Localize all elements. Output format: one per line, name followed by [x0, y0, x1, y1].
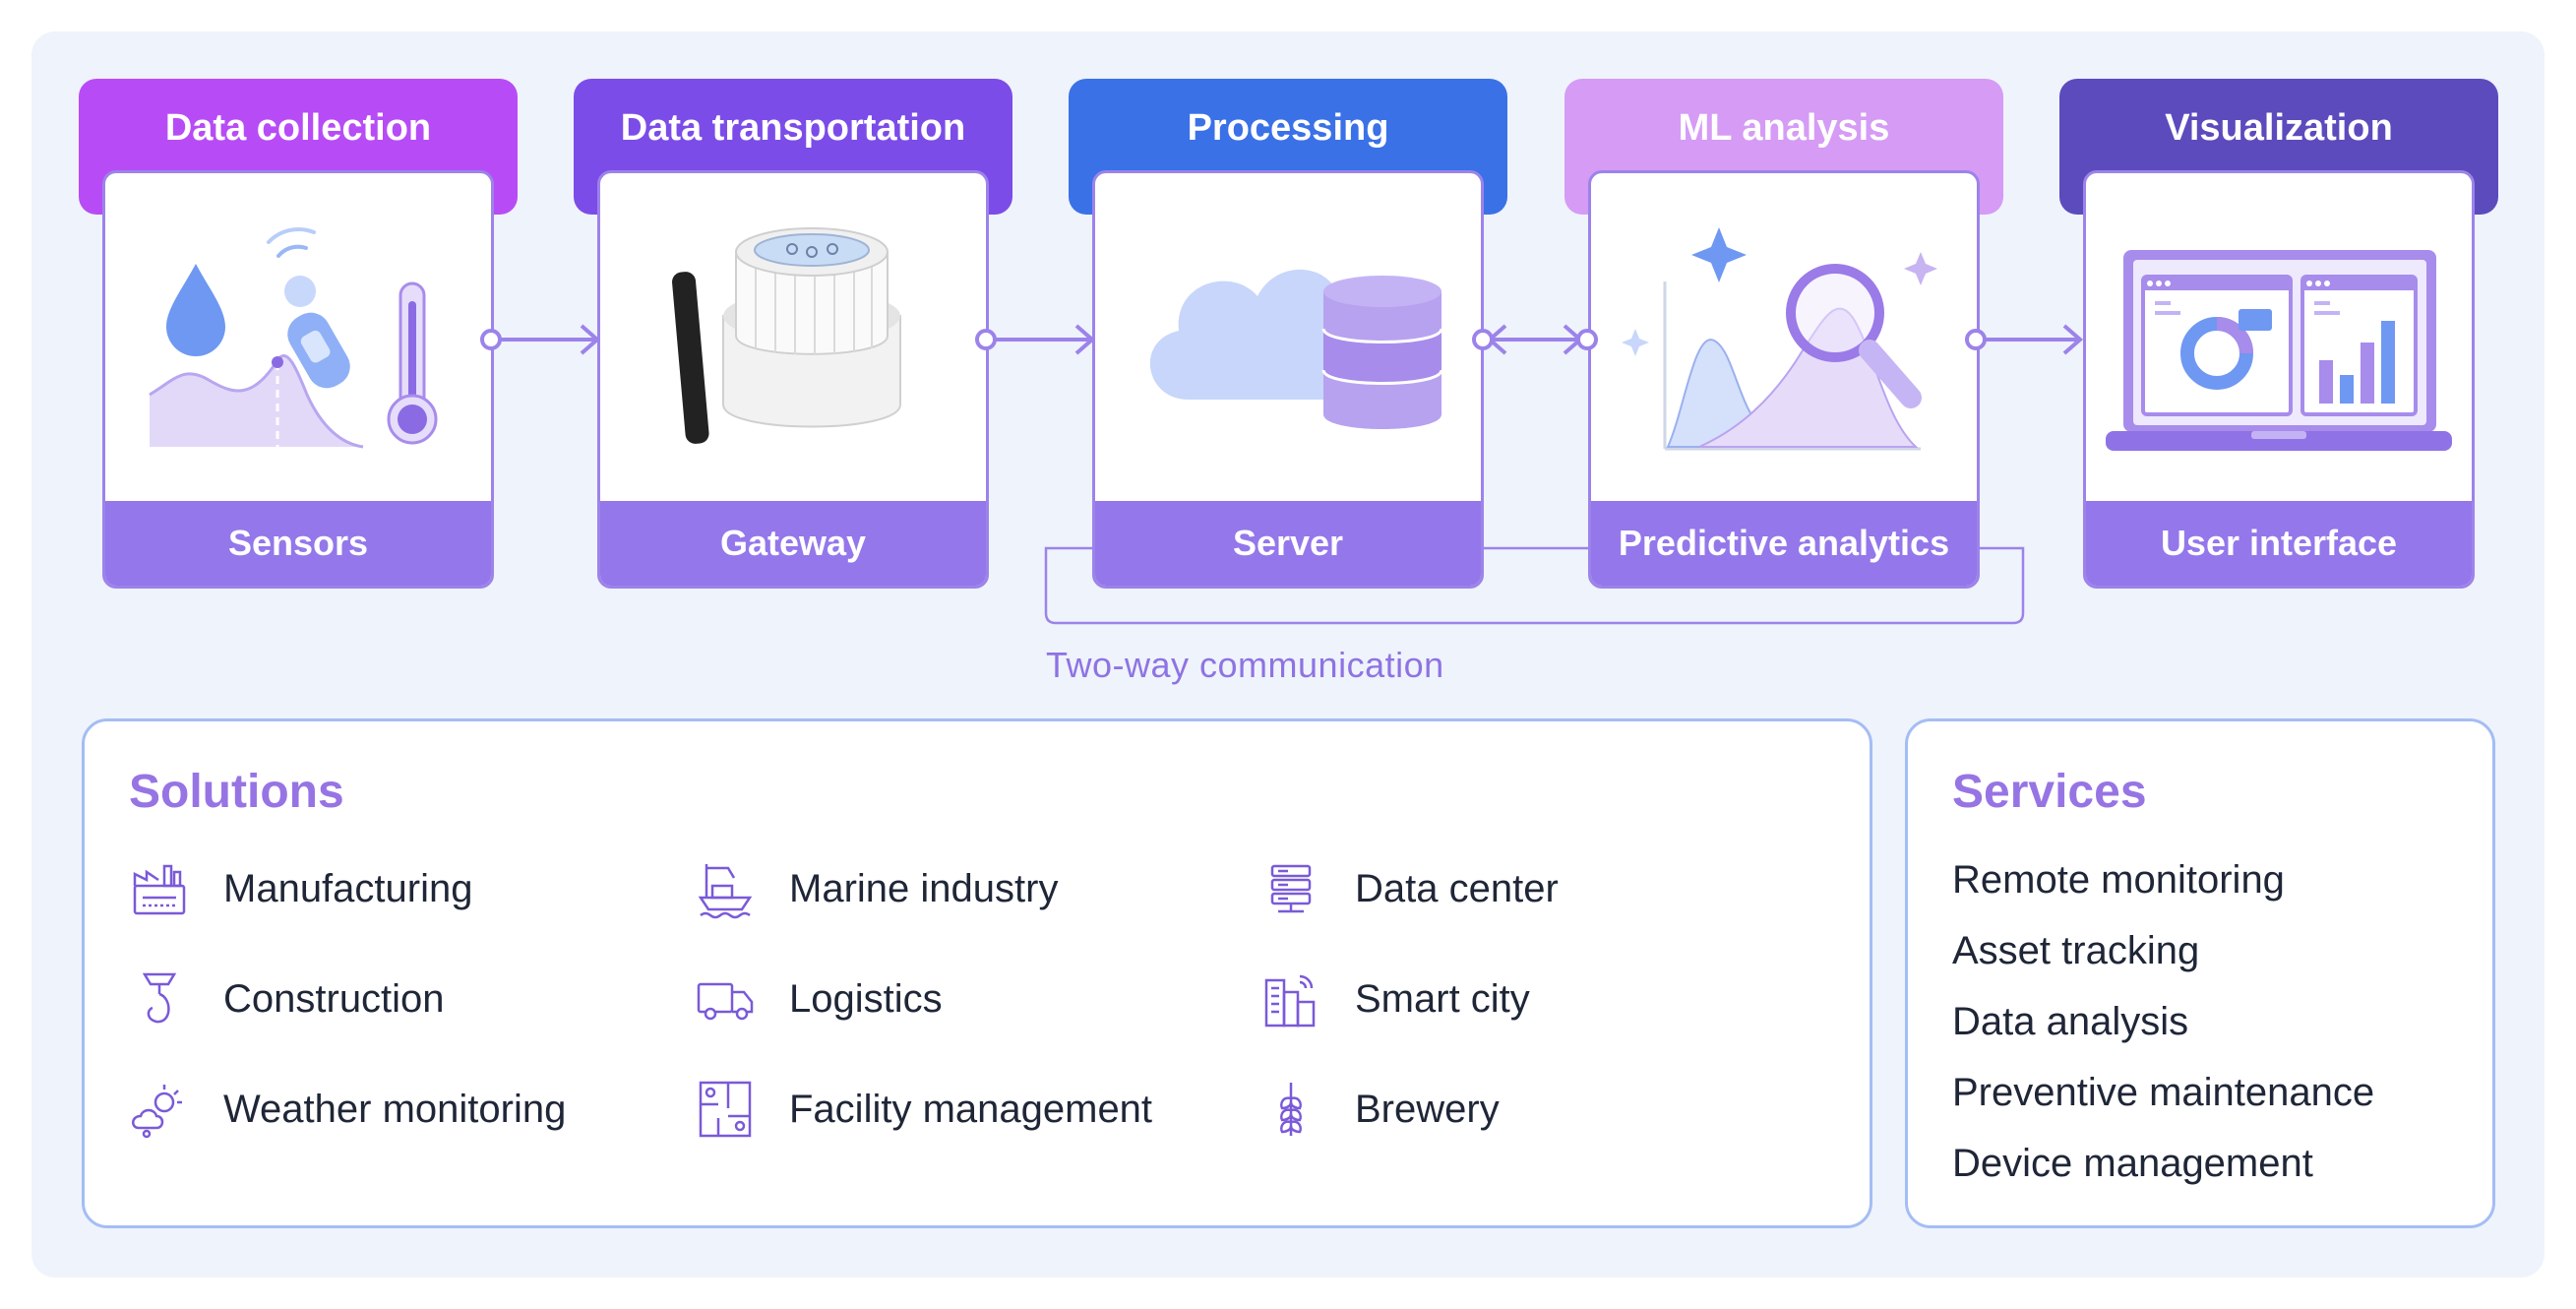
- stage-processing: Processing Server: [1069, 79, 1507, 591]
- solution-label: Weather monitoring: [223, 1087, 567, 1131]
- service-item: Remote monitoring: [1952, 858, 2285, 902]
- solution-label: Brewery: [1355, 1087, 1500, 1131]
- stage-ml-analysis: ML analysis Predictive analytics: [1564, 79, 2003, 591]
- solution-item-brewery: Brewery: [1260, 1080, 1500, 1139]
- stage-footer: Predictive analytics: [1591, 501, 1977, 586]
- server-rack-icon: [1270, 864, 1312, 913]
- arrow-sensors-to-gateway: [480, 324, 601, 355]
- service-item: Device management: [1952, 1142, 2313, 1185]
- ship-icon: [698, 864, 753, 919]
- solution-label: Smart city: [1355, 976, 1530, 1021]
- arrow-gateway-to-server: [975, 324, 1096, 355]
- solution-item-marine-industry: Marine industry: [695, 859, 1059, 919]
- stage-footer: Gateway: [600, 501, 986, 586]
- magnifier-analytics-illustration: [1622, 227, 1937, 451]
- two-way-bracket: [1044, 546, 2025, 625]
- stage-card: Gateway: [597, 170, 989, 589]
- stage-data-collection: Data collection Sensors: [79, 79, 518, 591]
- flow-connectors: [480, 324, 2084, 625]
- two-way-communication-label: Two-way communication: [1046, 645, 1444, 685]
- cloud-server-illustration: [1149, 269, 1443, 429]
- service-item: Asset tracking: [1952, 929, 2200, 972]
- stage-data-transportation: Data transportation Gateway: [574, 79, 1012, 591]
- stage-card: User interface: [2083, 170, 2475, 589]
- stage-card: Sensors: [102, 170, 494, 589]
- solutions-title: Solutions: [129, 766, 344, 818]
- truck-icon: [697, 982, 754, 1021]
- city-buildings-icon: [1264, 974, 1316, 1028]
- solution-label: Logistics: [789, 976, 943, 1021]
- stage-footer: Sensors: [105, 501, 491, 586]
- solution-label: Manufacturing: [223, 866, 473, 910]
- floor-plan-icon: [699, 1081, 752, 1138]
- stage-footer: User interface: [2086, 501, 2472, 586]
- solution-item-logistics: Logistics: [695, 969, 943, 1028]
- services-list: Remote monitoring Asset tracking Data an…: [1952, 844, 2374, 1199]
- solution-label: Construction: [223, 976, 445, 1021]
- stage-footer: Server: [1095, 501, 1481, 586]
- crane-hook-icon: [142, 972, 177, 1024]
- solution-label: Marine industry: [789, 866, 1059, 910]
- solution-item-manufacturing: Manufacturing: [129, 859, 472, 918]
- arrow-server-analytics-bidirectional: [1472, 324, 1598, 355]
- services-panel: Services Remote monitoring Asset trackin…: [1905, 718, 2495, 1228]
- sensors-illustration: [149, 227, 438, 449]
- stage-card: Server: [1092, 170, 1484, 589]
- arrow-analytics-to-ui: [1965, 324, 2084, 355]
- service-item: Preventive maintenance: [1952, 1071, 2375, 1114]
- solution-item-data-center: Data center: [1260, 859, 1559, 918]
- solution-label: Facility management: [789, 1087, 1153, 1131]
- solution-item-construction: Construction: [129, 969, 445, 1028]
- factory-icon: [133, 864, 186, 915]
- solution-item-smart-city: Smart city: [1260, 969, 1530, 1028]
- solution-item-weather-monitoring: Weather monitoring: [129, 1080, 566, 1139]
- gateway-device-illustration: [672, 227, 901, 444]
- services-title: Services: [1952, 766, 2147, 818]
- wheat-icon: [1280, 1083, 1302, 1136]
- dashboard-laptop-illustration: [2106, 250, 2452, 451]
- solutions-panel: Solutions Manufacturing Marine indu: [82, 718, 1872, 1228]
- weather-icon: [132, 1085, 182, 1139]
- stage-card: Predictive analytics: [1588, 170, 1980, 589]
- stage-visualization: Visualization User interface: [2059, 79, 2498, 591]
- solution-item-facility-management: Facility management: [695, 1080, 1152, 1139]
- service-item: Data analysis: [1952, 1000, 2189, 1043]
- solution-label: Data center: [1355, 866, 1559, 910]
